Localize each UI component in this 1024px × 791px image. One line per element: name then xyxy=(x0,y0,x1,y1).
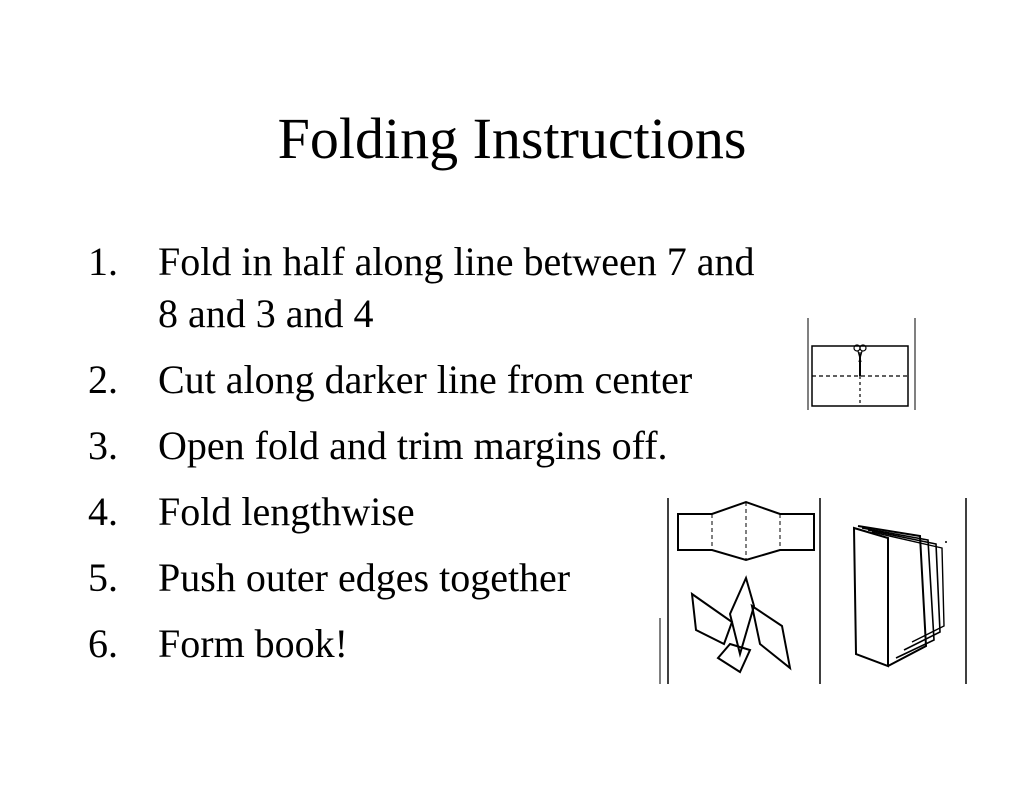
cut-diagram-icon xyxy=(806,316,918,412)
step-number: 4. xyxy=(88,489,118,534)
step-number: 3. xyxy=(88,423,118,468)
list-item: 4. Fold lengthwise xyxy=(88,486,808,538)
step-number: 5. xyxy=(88,555,118,600)
list-item: 5. Push outer edges together xyxy=(88,552,808,604)
step-text: Form book! xyxy=(158,621,348,666)
step-text: Fold in half along line between 7 and 8 … xyxy=(158,239,755,336)
step-number: 2. xyxy=(88,357,118,402)
list-item: 3. Open fold and trim margins off. xyxy=(88,420,808,472)
instruction-list: 1. Fold in half along line between 7 and… xyxy=(88,236,808,684)
step-number: 6. xyxy=(88,621,118,666)
book-folding-icon xyxy=(656,494,972,686)
list-item: 6. Form book! xyxy=(88,618,808,670)
step-text: Open fold and trim margins off. xyxy=(158,423,668,468)
slide-title: Folding Instructions xyxy=(277,106,747,171)
step-text: Cut along darker line from center xyxy=(158,357,693,402)
step-text: Fold lengthwise xyxy=(158,489,415,534)
list-item: 1. Fold in half along line between 7 and… xyxy=(88,236,808,340)
list-item: 2. Cut along darker line from center xyxy=(88,354,808,406)
step-text: Push outer edges together xyxy=(158,555,571,600)
step-number: 1. xyxy=(88,239,118,284)
